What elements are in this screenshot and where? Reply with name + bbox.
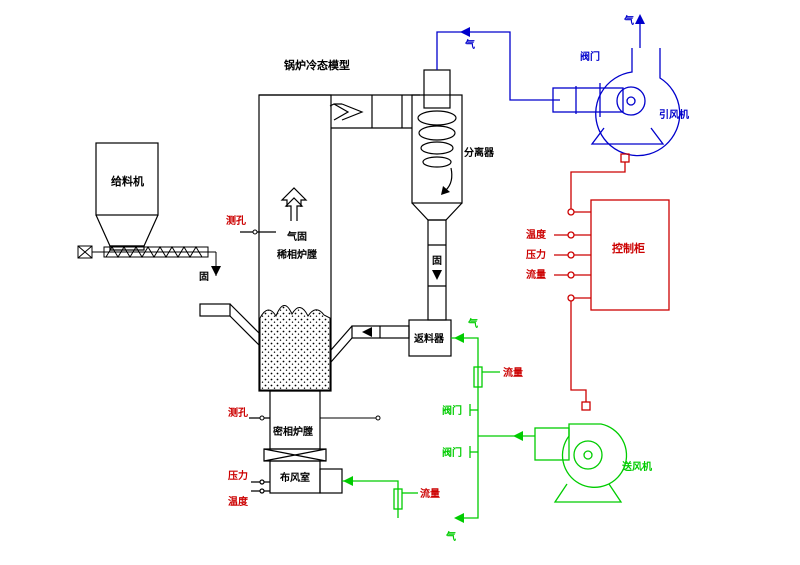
separator — [411, 69, 463, 221]
screw-conveyor — [77, 245, 217, 276]
feeder-hopper — [95, 214, 159, 247]
swirl-arrow-head — [441, 186, 450, 195]
return-arrow — [362, 327, 372, 337]
windbox-sensor-taps — [251, 479, 270, 494]
control-cabinet-label: 控制柜 — [612, 241, 645, 255]
id-fan-impeller — [616, 86, 646, 116]
solid-down-arrow-return — [432, 270, 442, 280]
forced-fan-impeller — [573, 440, 603, 470]
ctl-flow-label: 流量 — [526, 268, 546, 281]
forced-fan-inlet — [534, 427, 570, 461]
exhaust-arrow — [635, 14, 645, 24]
separator-label: 分离器 — [464, 146, 495, 159]
gas-up-arrow — [280, 187, 308, 221]
dense-zone-box — [269, 390, 321, 450]
forced-fan-housing — [561, 423, 628, 488]
feeder — [95, 142, 159, 251]
pressure-label-left: 压力 — [228, 469, 248, 482]
returner — [330, 319, 452, 363]
air-arrow-windbox — [343, 476, 353, 486]
id-fan-housing — [595, 48, 681, 157]
dense-zone-label: 密相炉膛 — [273, 425, 313, 438]
separator-cone — [411, 202, 463, 221]
solid-inlet-pipe — [199, 303, 260, 346]
probe-upper — [240, 229, 276, 235]
id-fan-duct — [552, 87, 624, 113]
ctl-pressure-label: 压力 — [526, 248, 546, 261]
control-wiring — [554, 153, 670, 411]
valve-label-lower: 阀门 — [442, 446, 462, 459]
gas-solid-label: 气固 — [286, 230, 307, 243]
gas-arrow-blue — [460, 27, 470, 37]
valve-label-upper: 阀门 — [442, 404, 462, 417]
feeder-throat — [109, 245, 145, 251]
id-fan-base — [590, 127, 665, 145]
flowmeter-lower — [393, 488, 403, 510]
wind-box-label: 布风室 — [280, 471, 310, 484]
forced-fan-base — [553, 483, 623, 503]
probe-label-upper: 测孔 — [226, 214, 246, 227]
air-piping-green — [342, 337, 535, 519]
diagram-title: 锅炉冷态模型 — [284, 58, 350, 72]
separator-body — [411, 94, 463, 204]
air-arrow-returner — [454, 333, 464, 343]
forced-fan — [534, 423, 628, 503]
id-fan — [552, 18, 681, 157]
forced-fan-label: 送风机 — [621, 460, 652, 473]
air-arrow-bottom — [454, 513, 464, 523]
feeder-label: 给料机 — [111, 174, 144, 188]
separator-outlet — [423, 69, 451, 109]
id-fan-label: 引风机 — [659, 108, 689, 121]
ctl-temperature-label: 温度 — [526, 228, 547, 241]
id-fan-sensor — [620, 153, 630, 163]
wind-box-inlet — [319, 468, 343, 494]
gas-label-bottom: 气 — [445, 530, 456, 543]
forced-fan-sensor — [581, 401, 591, 411]
flowmeter-upper — [473, 366, 483, 388]
solid-label-return: 固 — [432, 255, 442, 267]
air-arrow-fan — [513, 431, 523, 441]
top-duct — [259, 94, 420, 129]
control-cabinet-box — [590, 199, 670, 311]
dilute-zone-label: 稀相炉膛 — [277, 248, 317, 261]
probe-lower — [249, 415, 381, 421]
solid-label-left: 固 — [199, 271, 209, 283]
valve-label-id-fan: 阀门 — [580, 50, 600, 63]
solid-down-arrow-left — [211, 266, 221, 276]
double-chevron-arrow — [329, 103, 364, 121]
gas-label-returner: 气 — [467, 317, 478, 330]
dense-bed-particles — [259, 305, 331, 391]
gas-label-top: 气 — [464, 38, 475, 51]
flow-label-lower: 流量 — [420, 487, 440, 500]
gas-label-fan-exit: 气 — [623, 14, 634, 27]
temperature-label-left: 温度 — [228, 495, 249, 508]
gas-duct-blue — [436, 31, 560, 101]
flow-label-upper: 流量 — [503, 366, 523, 379]
feeder-body — [95, 142, 159, 216]
returner-label: 返料器 — [414, 332, 445, 345]
probe-label-lower: 测孔 — [228, 406, 248, 419]
